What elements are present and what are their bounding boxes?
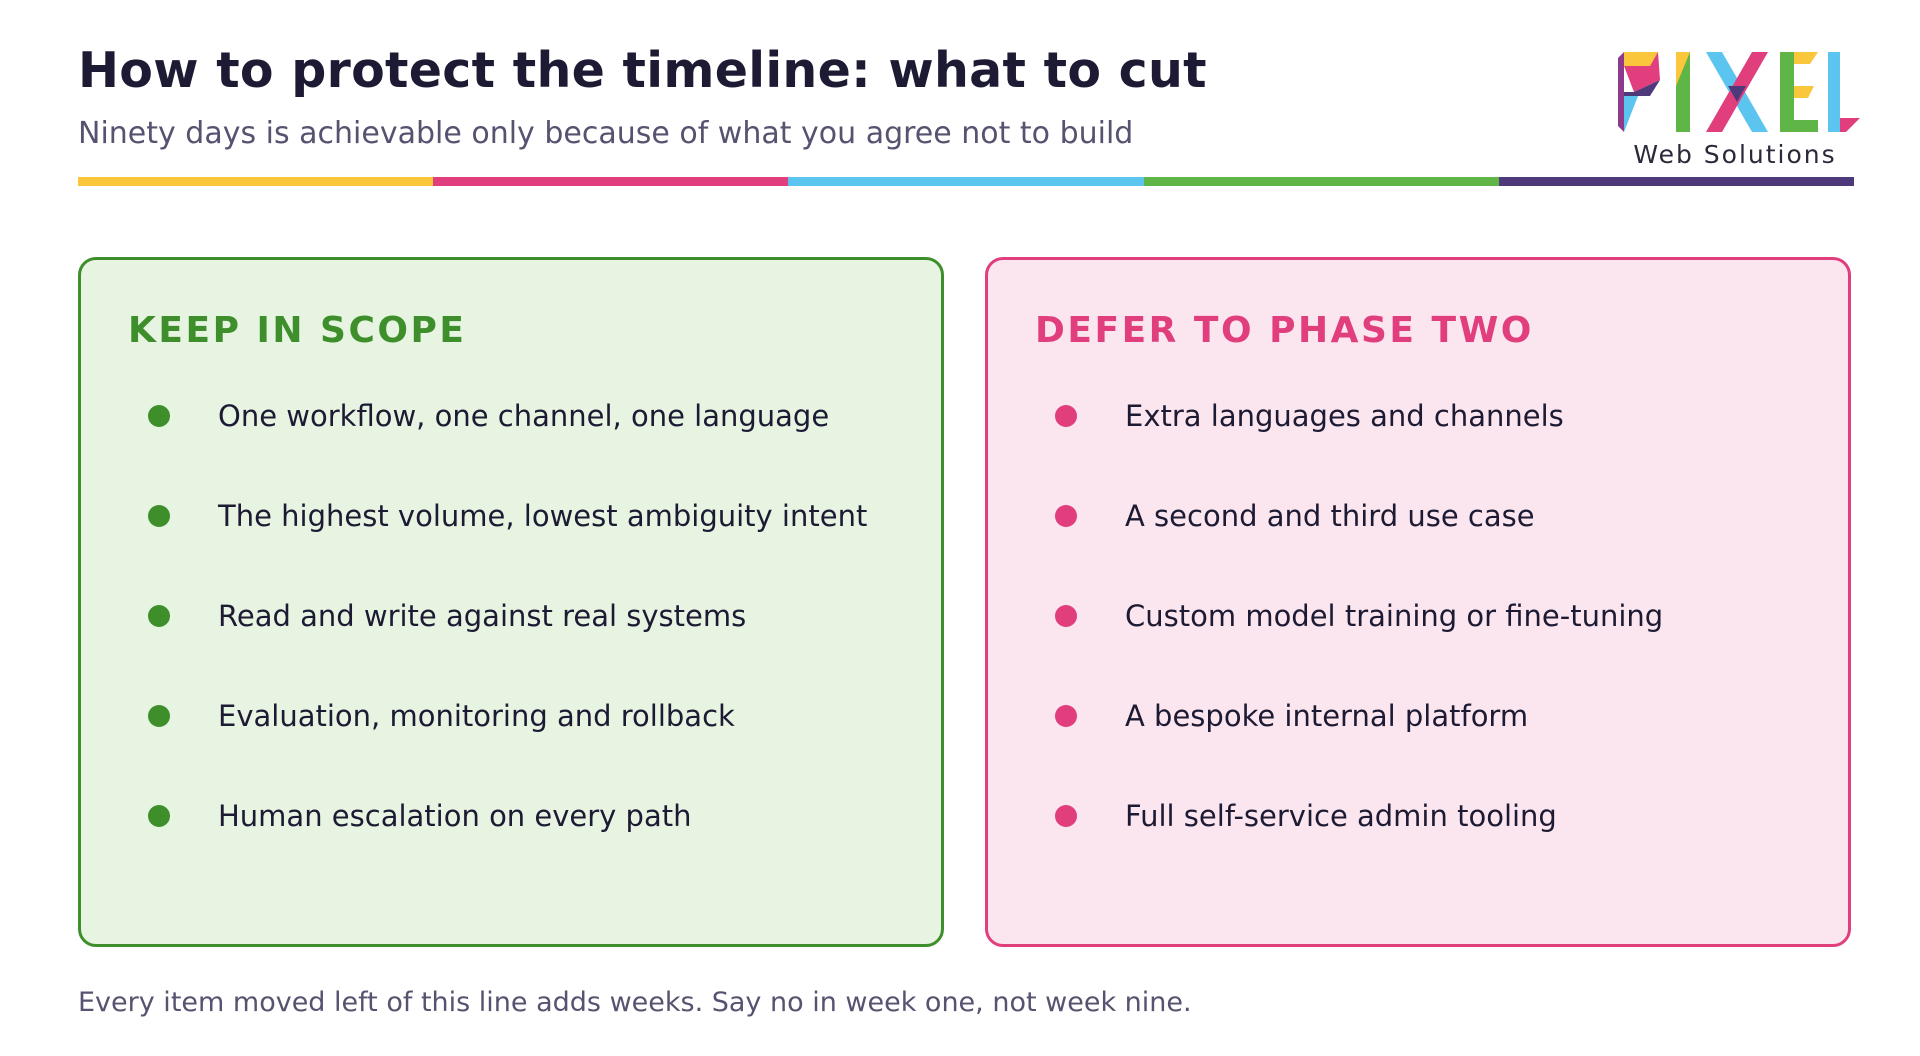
stripe-segment-purple bbox=[1498, 177, 1855, 186]
bullet-dot-icon bbox=[148, 405, 170, 427]
keep-item-text: Human escalation on every path bbox=[218, 799, 692, 833]
bullet-dot-icon bbox=[148, 505, 170, 527]
defer-item-text: Extra languages and channels bbox=[1125, 399, 1564, 433]
keep-list-item: Human escalation on every path bbox=[148, 797, 867, 897]
color-stripe-divider bbox=[78, 177, 1855, 186]
defer-item-text: A second and third use case bbox=[1125, 499, 1535, 533]
keep-item-text: Read and write against real systems bbox=[218, 599, 747, 633]
keep-list-item: The highest volume, lowest ambiguity int… bbox=[148, 497, 867, 597]
page-subtitle: Ninety days is achievable only because o… bbox=[78, 116, 1134, 151]
defer-to-phase-two-card: DEFER TO PHASE TWO Extra languages and c… bbox=[985, 257, 1851, 947]
stripe-segment-pink bbox=[433, 177, 789, 186]
stripe-segment-green bbox=[1143, 177, 1499, 186]
keep-item-text: One workflow, one channel, one language bbox=[218, 399, 830, 433]
pixel-wordmark-graphic bbox=[1618, 52, 1860, 132]
bullet-dot-icon bbox=[1055, 605, 1077, 627]
defer-list-item: A second and third use case bbox=[1055, 497, 1663, 597]
logo-tagline: Web Solutions bbox=[1633, 140, 1837, 169]
defer-heading: DEFER TO PHASE TWO bbox=[1035, 310, 1534, 351]
defer-item-text: Full self-service admin tooling bbox=[1125, 799, 1557, 833]
defer-list-item: Full self-service admin tooling bbox=[1055, 797, 1663, 897]
bullet-dot-icon bbox=[1055, 805, 1077, 827]
defer-list-item: Extra languages and channels bbox=[1055, 397, 1663, 497]
defer-item-text: Custom model training or fine-tuning bbox=[1125, 599, 1664, 633]
bullet-dot-icon bbox=[148, 705, 170, 727]
stripe-segment-blue bbox=[788, 177, 1144, 186]
keep-list-item: Read and write against real systems bbox=[148, 597, 867, 697]
keep-heading: KEEP IN SCOPE bbox=[128, 310, 467, 351]
stripe-segment-yellow bbox=[78, 177, 434, 186]
bullet-dot-icon bbox=[148, 805, 170, 827]
page-title: How to protect the timeline: what to cut bbox=[78, 42, 1207, 99]
keep-item-text: The highest volume, lowest ambiguity int… bbox=[218, 499, 868, 533]
bullet-dot-icon bbox=[148, 605, 170, 627]
footer-note: Every item moved left of this line adds … bbox=[78, 987, 1192, 1018]
defer-list-item: A bespoke internal platform bbox=[1055, 697, 1663, 797]
bullet-dot-icon bbox=[1055, 405, 1077, 427]
defer-list: Extra languages and channels A second an… bbox=[1055, 397, 1663, 897]
bullet-dot-icon bbox=[1055, 705, 1077, 727]
keep-list-item: Evaluation, monitoring and rollback bbox=[148, 697, 867, 797]
defer-item-text: A bespoke internal platform bbox=[1125, 699, 1529, 733]
keep-list-item: One workflow, one channel, one language bbox=[148, 397, 867, 497]
keep-in-scope-card: KEEP IN SCOPE One workflow, one channel,… bbox=[78, 257, 944, 947]
keep-item-text: Evaluation, monitoring and rollback bbox=[218, 699, 735, 733]
defer-list-item: Custom model training or fine-tuning bbox=[1055, 597, 1663, 697]
bullet-dot-icon bbox=[1055, 505, 1077, 527]
keep-list: One workflow, one channel, one language … bbox=[148, 397, 867, 897]
pixel-logo: Web Solutions bbox=[1610, 46, 1860, 176]
